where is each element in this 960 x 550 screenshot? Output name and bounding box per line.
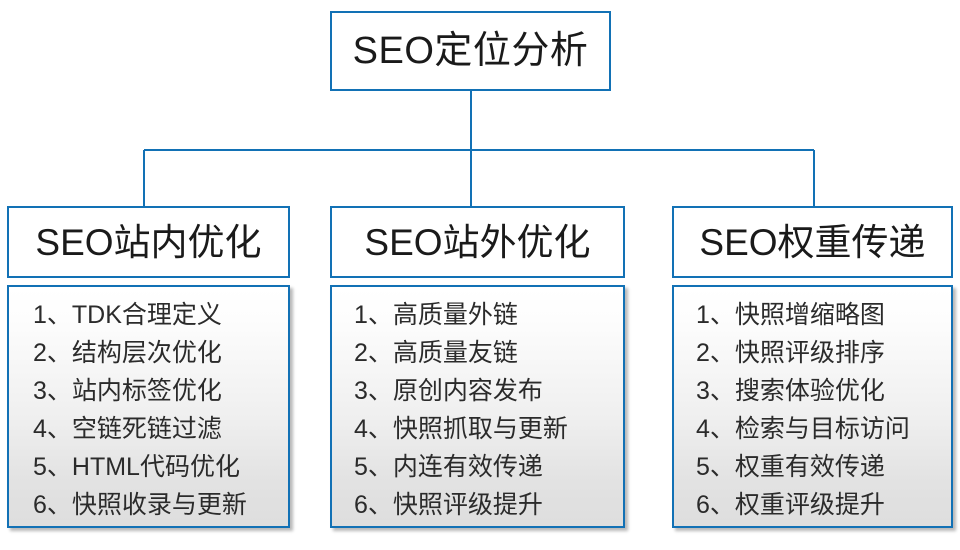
list-item: 4、快照抓取与更新 (354, 415, 568, 443)
branch-header-label-3: SEO权重传递 (699, 221, 926, 263)
branch-list-2: 1、高质量外链 2、高质量友链 3、原创内容发布 4、快照抓取与更新 5、内连有… (330, 285, 625, 528)
list-item: 2、高质量友链 (354, 339, 518, 367)
branch-column-1: SEO站内优化 1、TDK合理定义 2、结构层次优化 3、站内标签优化 4、空链… (7, 206, 290, 528)
list-item: 6、权重评级提升 (696, 491, 885, 519)
root-node-label: SEO定位分析 (352, 30, 589, 72)
list-item: 5、内连有效传递 (354, 453, 543, 481)
list-item: 3、原创内容发布 (354, 377, 543, 405)
branch-column-3: SEO权重传递 1、快照增缩略图 2、快照评级排序 3、搜索体验优化 4、检索与… (672, 206, 953, 528)
list-item: 1、高质量外链 (354, 301, 518, 329)
branch-header-label-1: SEO站内优化 (35, 221, 262, 263)
list-item: 4、检索与目标访问 (696, 415, 910, 443)
list-item: 1、快照增缩略图 (696, 301, 885, 329)
branch-list-3: 1、快照增缩略图 2、快照评级排序 3、搜索体验优化 4、检索与目标访问 5、权… (672, 285, 953, 528)
list-item: 6、快照收录与更新 (33, 491, 247, 519)
branch-column-2: SEO站外优化 1、高质量外链 2、高质量友链 3、原创内容发布 4、快照抓取与… (330, 206, 625, 528)
list-item: 5、HTML代码优化 (33, 453, 240, 481)
branch-header-2: SEO站外优化 (330, 206, 625, 278)
branch-header-label-2: SEO站外优化 (364, 221, 591, 263)
list-item: 6、快照评级提升 (354, 491, 543, 519)
list-item: 3、搜索体验优化 (696, 377, 885, 405)
branch-header-1: SEO站内优化 (7, 206, 290, 278)
list-item: 2、结构层次优化 (33, 339, 222, 367)
list-item: 3、站内标签优化 (33, 377, 222, 405)
branch-list-1: 1、TDK合理定义 2、结构层次优化 3、站内标签优化 4、空链死链过滤 5、H… (7, 285, 290, 528)
list-item: 1、TDK合理定义 (33, 301, 222, 329)
list-item: 5、权重有效传递 (696, 453, 885, 481)
list-item: 2、快照评级排序 (696, 339, 885, 367)
branch-header-3: SEO权重传递 (672, 206, 953, 278)
list-item: 4、空链死链过滤 (33, 415, 222, 443)
root-node: SEO定位分析 (330, 11, 611, 91)
